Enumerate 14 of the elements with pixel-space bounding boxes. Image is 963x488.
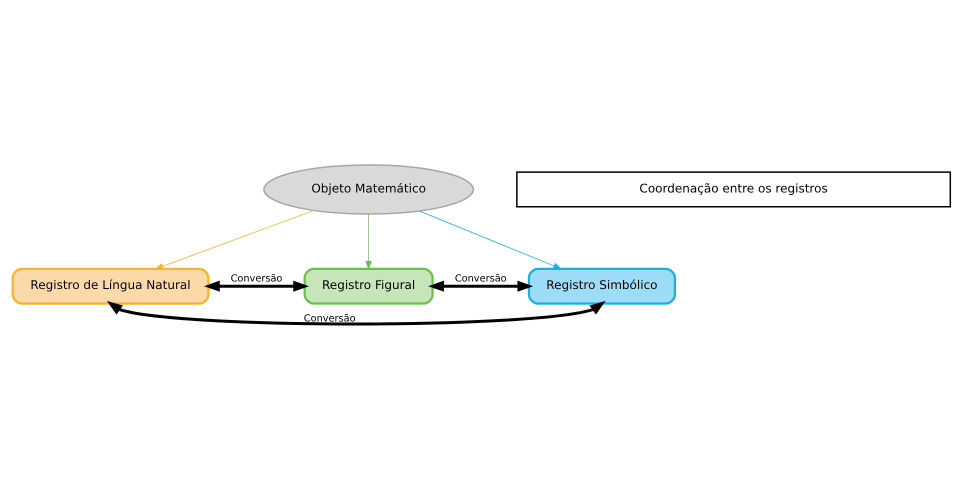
node-box: Registro Simbólico bbox=[528, 267, 676, 304]
arrow bbox=[419, 210, 562, 269]
node-box: Registro Figural bbox=[304, 267, 434, 304]
edge-label: Conversão bbox=[230, 272, 282, 284]
node-box: Registro de Língua Natural bbox=[12, 267, 210, 304]
node-ellipse: Objeto Matemático bbox=[263, 164, 474, 214]
arrow bbox=[428, 280, 534, 292]
edge-label: Conversão bbox=[304, 312, 356, 324]
arrow bbox=[154, 210, 314, 269]
node-box: Coordenação entre os registros bbox=[516, 170, 952, 208]
edge-label: Conversão bbox=[454, 272, 507, 284]
arrow bbox=[204, 280, 310, 292]
arrow bbox=[106, 300, 606, 325]
arrow bbox=[365, 213, 372, 270]
